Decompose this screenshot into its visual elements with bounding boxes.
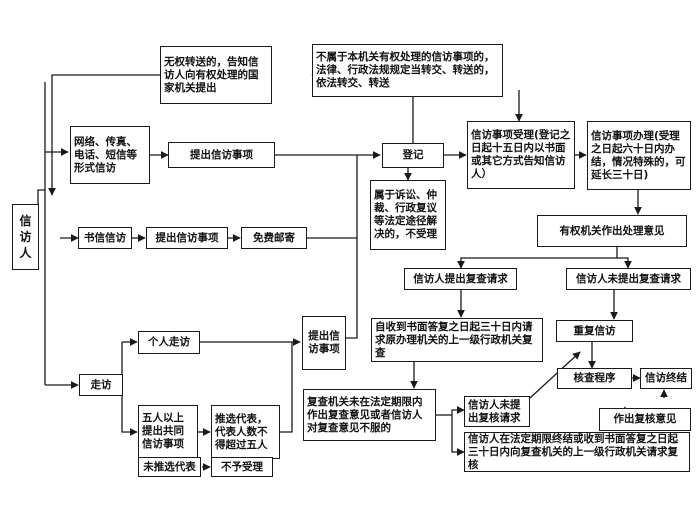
edge-visit-group [121,385,138,436]
node-elect-reps: 推选代表，代表人数不得超过五人 [211,405,280,459]
node-individual-visit: 个人走访 [138,331,200,354]
node-review-within-30: 自收到书面答复之日起三十日内请求原办理机关的上一级行政机关复查 [371,318,543,362]
node-register: 登记 [382,143,444,168]
node-petitioner: 信访人 [12,204,39,270]
node-no-power-notice: 无权转送的，告知信访人向有权处理的国家机关提出 [160,46,272,104]
node-recheck-request: 信访人在法定期限终结或收到书面答复之日起三十日内向复查机关的上一级行政机关请求复… [464,432,690,472]
edge-decision-split [457,247,618,269]
node-free-mail: 免费邮寄 [241,227,307,249]
node-acceptance: 信访事项受理(登记之日起十五日内以书面或其它方式告知信访人） [467,121,575,189]
node-no-reps: 未推选代表 [138,457,201,477]
node-no-review-request: 信访人未提出复查请求 [566,268,691,290]
edge-submit3-up [346,155,358,339]
node-visit: 走访 [79,374,123,396]
node-recheck-opinion: 作出复核意见 [599,408,691,431]
node-network-channels: 网络、传真、电话、短信等形式信访 [70,126,150,184]
node-no-recheck-request: 信访人未提出复核请求 [464,396,530,427]
node-not-jurisdiction: 不属于本机关有权处理的信访事项的，法律、行政法规规定当转交、转送的，依法转交、转… [312,44,503,97]
node-decision: 有权机关作出处理意见 [537,215,687,247]
node-termination: 信访终结 [640,368,692,389]
node-submit-matter-1: 提出信访事项 [168,142,275,168]
node-not-accepted: 不予受理 [211,457,273,477]
edge-reps-submit [280,342,293,433]
node-submit-matter-2: 提出信访事项 [146,227,228,249]
node-letter: 书信信访 [78,227,132,249]
node-handling: 信访事项办理(受理之日起六十日内办结，情况特殊的，可延长三十日) [587,121,691,190]
node-repeat-petition: 重复信访 [556,320,633,342]
node-submit-matter-3: 提出信访事项 [302,316,346,370]
node-verification: 核查程序 [557,368,632,389]
edge-petitioner-trunk [37,189,45,218]
node-group-visit: 五人以上提出共同信访事项 [138,405,198,458]
node-litigation-excluded: 属于诉讼、仲裁、行政复议等法定途径解决的，不受理 [370,180,446,250]
node-review-overdue: 复查机关未在法定期限内作出复查意见或者信访人对复查意见不服的 [303,389,436,441]
edge-split-recheck [451,415,465,456]
node-review-request: 信访人提出复查请求 [404,268,517,290]
edge-split-norecheck [451,406,465,415]
edge-norecheck-repeat [529,351,581,399]
edge-noPower-to-petitioner [48,74,160,196]
edge-decision-right [617,257,632,269]
